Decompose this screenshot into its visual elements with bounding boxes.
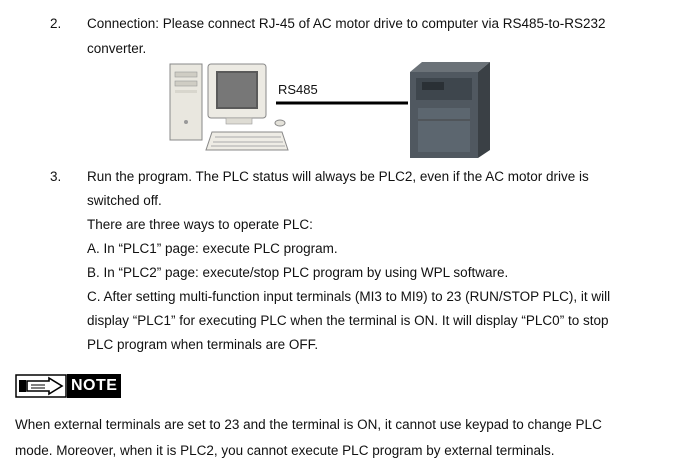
step-3-line-3: There are three ways to operate PLC:: [87, 217, 313, 232]
step-3-line-6: C. After setting multi-function input te…: [87, 289, 611, 304]
step-2-number: 2.: [50, 16, 62, 31]
note-line-2: mode. Moreover, when it is PLC2, you can…: [15, 443, 555, 458]
computer-tower-icon: [169, 63, 203, 141]
step-3-line-4: A. In “PLC1” page: execute PLC program.: [87, 241, 338, 256]
step-3-line-8: PLC program when terminals are OFF.: [87, 337, 319, 352]
ac-motor-drive-icon: [410, 62, 490, 158]
rs485-label: RS485: [278, 82, 318, 97]
monitor-icon: [207, 63, 267, 125]
step-3-line-5: B. In “PLC2” page: execute/stop PLC prog…: [87, 265, 509, 280]
step-3-line-7: display “PLC1” for executing PLC when th…: [87, 313, 609, 328]
note-badge: NOTE: [15, 374, 122, 398]
step-2-line-2: converter.: [87, 41, 147, 56]
step-2-line-1: Connection: Please connect RJ-45 of AC m…: [87, 16, 606, 31]
keyboard-icon: [205, 131, 289, 151]
step-3-number: 3.: [50, 169, 62, 184]
note-label: NOTE: [67, 374, 122, 398]
hand-pointer-icon: [15, 374, 67, 398]
note-line-1: When external terminals are set to 23 an…: [15, 417, 602, 432]
connection-diagram: RS485: [160, 58, 500, 162]
step-3-line-1: Run the program. The PLC status will alw…: [87, 169, 589, 184]
step-3-line-2: switched off.: [87, 193, 162, 208]
diagram-graphic: [169, 62, 490, 158]
mouse-icon: [274, 119, 286, 127]
